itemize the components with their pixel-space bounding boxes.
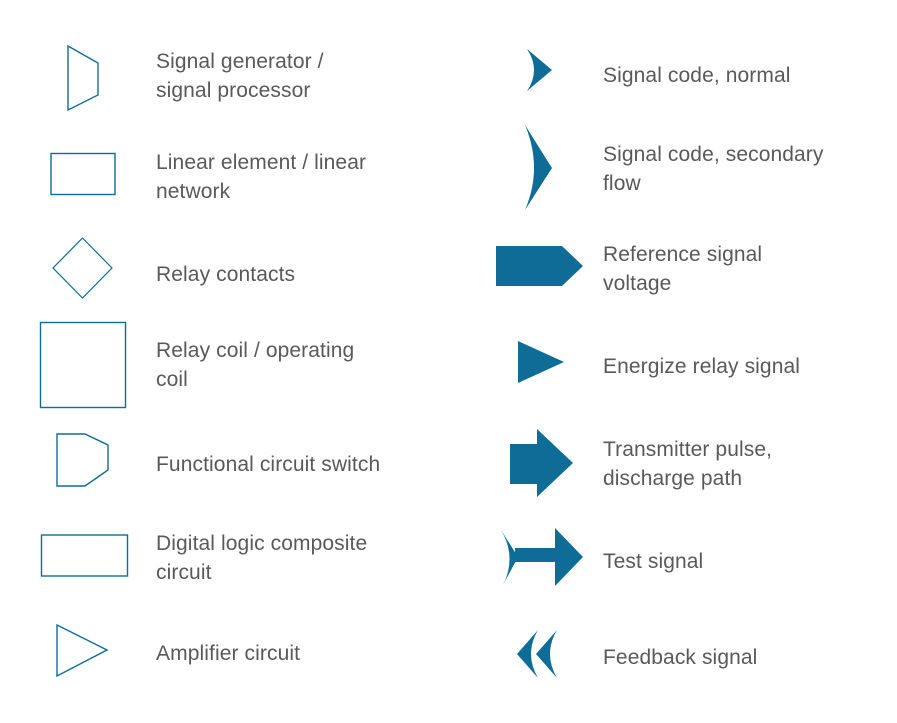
legend-label-signal-generator: Signal generator / signal processor	[156, 50, 324, 102]
signal-generator-icon	[67, 44, 99, 112]
legend-label-test-signal: Test signal	[603, 550, 704, 573]
signal-code-secondary-icon	[525, 125, 552, 210]
legend-label-transmitter-pulse: Transmitter pulse, discharge path	[603, 438, 773, 490]
test-signal-icon	[501, 528, 583, 586]
legend-label-signal-code-normal: Signal code, normal	[603, 64, 791, 87]
legend-label-signal-code-secondary: Signal code, secondary flow	[603, 143, 824, 195]
reference-voltage-icon	[496, 246, 583, 286]
legend-label-relay-coil: Relay coil / operating coil	[156, 339, 355, 391]
legend-label-reference-voltage: Reference signal voltage	[603, 243, 763, 295]
relay-coil-icon	[39, 321, 127, 409]
functional-switch-icon	[56, 433, 109, 487]
signal-code-normal-icon	[527, 49, 552, 91]
legend-label-amplifier: Amplifier circuit	[156, 642, 301, 665]
feedback-signal-icon	[517, 630, 557, 678]
transmitter-pulse-icon	[510, 429, 573, 497]
legend-label-functional-switch: Functional circuit switch	[156, 453, 381, 476]
energize-relay-icon	[518, 341, 564, 383]
relay-contacts-icon	[52, 237, 113, 299]
legend-label-relay-contacts: Relay contacts	[156, 263, 296, 286]
digital-logic-icon	[40, 534, 129, 577]
amplifier-icon	[56, 623, 109, 678]
legend-label-feedback-signal: Feedback signal	[603, 646, 758, 669]
linear-element-icon	[50, 152, 116, 196]
legend-label-energize-relay: Energize relay signal	[603, 355, 801, 378]
legend-label-digital-logic: Digital logic composite circuit	[156, 532, 368, 584]
legend-label-linear-element: Linear element / linear network	[156, 151, 367, 203]
